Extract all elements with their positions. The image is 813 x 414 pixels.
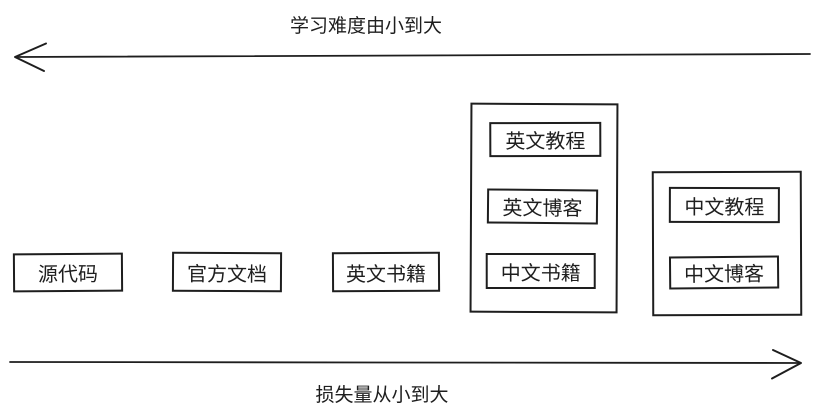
box-source-code-label: 源代码 bbox=[37, 263, 99, 287]
right-arrowhead-icon bbox=[771, 349, 802, 380]
box-english-blogs-label: 英文博客 bbox=[502, 197, 583, 221]
box-chinese-tutorials-label: 中文教程 bbox=[684, 196, 765, 219]
box-english-books: 英文书籍 bbox=[331, 251, 441, 293]
box-chinese-books-label: 中文书籍 bbox=[500, 262, 581, 285]
top-arrow-line bbox=[16, 53, 811, 58]
left-arrowhead-icon bbox=[14, 42, 47, 72]
loss-axis-arrow bbox=[9, 349, 802, 380]
box-source-code: 源代码 bbox=[12, 252, 124, 293]
bottom-arrow-line bbox=[9, 361, 800, 365]
group-box-1: 英文教程 英文博客 中文书籍 bbox=[469, 102, 619, 314]
box-official-docs-label: 官方文档 bbox=[186, 263, 268, 286]
box-english-tutorials-label: 英文教程 bbox=[505, 130, 586, 154]
box-chinese-tutorials: 中文教程 bbox=[668, 186, 780, 224]
bottom-axis-label: 损失量从小到大 bbox=[315, 385, 449, 406]
box-chinese-blogs-label: 中文博客 bbox=[684, 263, 765, 287]
top-axis-label: 学习难度由小到大 bbox=[289, 16, 442, 37]
box-chinese-books: 中文书籍 bbox=[485, 252, 596, 290]
box-english-blogs: 英文博客 bbox=[486, 188, 599, 225]
box-chinese-blogs: 中文博客 bbox=[668, 255, 780, 290]
group-box-2: 中文教程 中文博客 bbox=[651, 170, 803, 317]
difficulty-axis-arrow bbox=[14, 42, 811, 72]
box-official-docs: 官方文档 bbox=[171, 251, 283, 293]
box-english-tutorials: 英文教程 bbox=[489, 121, 602, 158]
box-english-books-label: 英文书籍 bbox=[345, 263, 427, 286]
